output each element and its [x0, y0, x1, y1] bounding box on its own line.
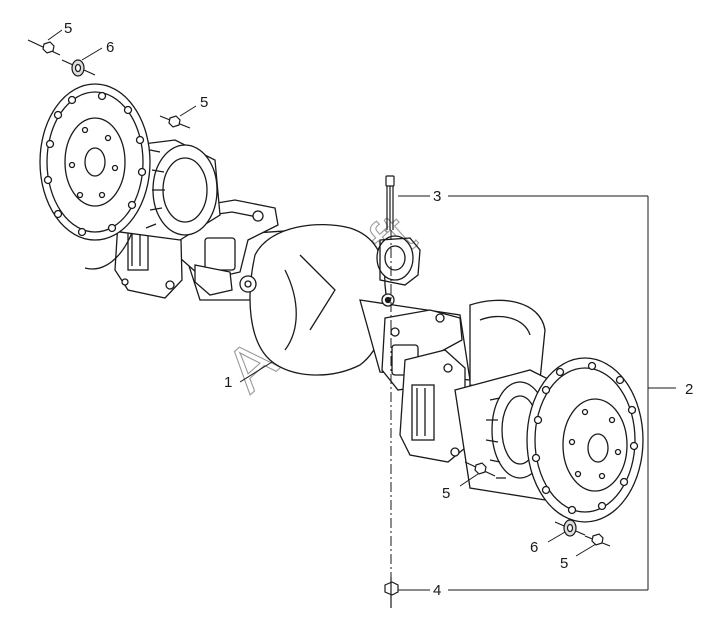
callout-labels: 1 2 3 4 5 6 5 5 6 5: [64, 20, 693, 599]
bolt-part-3: [385, 175, 395, 230]
nut-part-5-top: [159, 115, 191, 129]
washer-part-6-top: [61, 59, 96, 77]
callout-6-bottom: 6: [530, 539, 538, 556]
callout-5-top: 5: [200, 94, 208, 111]
callout-5-middle: 5: [442, 485, 450, 502]
callout-2: 2: [685, 381, 693, 398]
nut-part-5-top-left: [27, 39, 61, 56]
nut-part-5-middle: [464, 461, 496, 477]
nut-part-5-bottom: [584, 533, 611, 547]
callout-1: 1: [224, 374, 232, 391]
right-brake-caliper: [399, 349, 466, 463]
callout-4: 4: [433, 582, 441, 599]
right-wheel-hub: [454, 299, 644, 523]
washer-part-6-bottom: [554, 519, 586, 537]
leader-lines: [47, 29, 676, 591]
callout-5-top-left: 5: [64, 20, 72, 37]
left-wheel-hub: [39, 83, 221, 270]
callout-3: 3: [433, 188, 441, 205]
callout-5-bottom: 5: [560, 555, 568, 572]
nut-part-4: [384, 577, 399, 608]
fasteners: [27, 39, 611, 608]
callout-6-top: 6: [106, 39, 114, 56]
